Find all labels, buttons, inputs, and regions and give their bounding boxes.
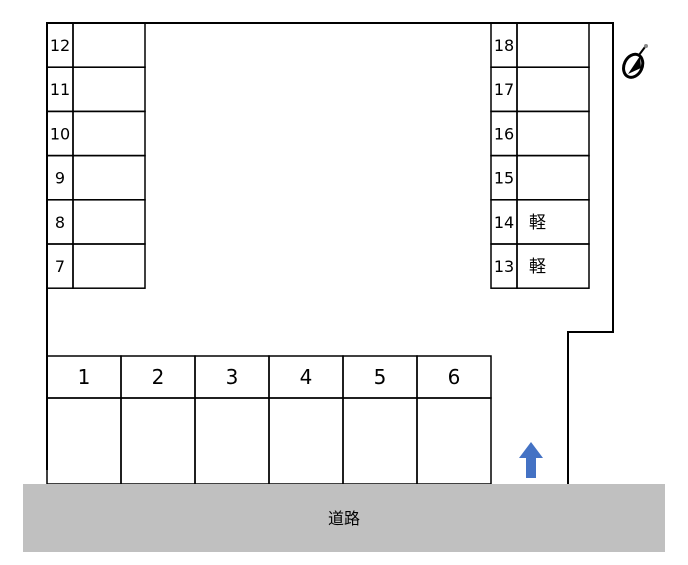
- space-cell: [72, 66, 146, 113]
- space-cell: [46, 397, 122, 485]
- space-cell: [72, 199, 146, 245]
- space-cell: [516, 154, 590, 201]
- space-cell: [516, 110, 590, 157]
- space-cell: [72, 110, 146, 157]
- space-number: 16: [494, 124, 514, 143]
- lot-boundary: [46, 22, 614, 484]
- space-number: 15: [494, 169, 514, 188]
- space-cell: [72, 243, 146, 289]
- parking-space-17: 17: [490, 66, 590, 113]
- parking-space-8: 8: [46, 199, 146, 245]
- space-number: 13: [494, 257, 514, 276]
- parking-space-15: 15: [490, 154, 590, 201]
- space-number: 7: [55, 257, 65, 276]
- space-cell: [516, 243, 590, 289]
- space-note: 軽: [529, 213, 546, 233]
- space-cell: [268, 397, 344, 485]
- space-cell: [416, 397, 492, 485]
- parking-space-2: 2: [120, 355, 196, 485]
- parking-space-9: 9: [46, 154, 146, 201]
- space-number: 17: [494, 80, 514, 99]
- parking-space-6: 6: [416, 355, 492, 485]
- parking-space-11: 11: [46, 66, 146, 113]
- space-cell: [516, 66, 590, 113]
- parking-space-10: 10: [46, 110, 146, 157]
- parking-space-5: 5: [342, 355, 418, 485]
- parking-space-16: 16: [490, 110, 590, 157]
- parking-space-18: 18: [490, 22, 590, 68]
- parking-space-3: 3: [194, 355, 270, 485]
- space-note: 軽: [529, 257, 546, 277]
- parking-space-4: 4: [268, 355, 344, 485]
- space-number: 6: [448, 365, 461, 389]
- parking-space-7: 7: [46, 243, 146, 289]
- space-number: 10: [50, 124, 70, 143]
- road-label: 道路: [328, 509, 360, 528]
- space-number: 18: [494, 36, 514, 55]
- space-number: 12: [50, 36, 70, 55]
- space-number: 4: [300, 365, 313, 389]
- space-number: 2: [152, 365, 165, 389]
- up-arrow-icon: [519, 442, 543, 478]
- space-cell: [194, 397, 270, 485]
- space-cell: [516, 199, 590, 245]
- road: [23, 484, 665, 552]
- parking-space-12: 12: [46, 22, 146, 68]
- space-number: 3: [226, 365, 239, 389]
- space-cell: [342, 397, 418, 485]
- space-number: 11: [50, 80, 70, 99]
- space-number: 5: [374, 365, 387, 389]
- north-compass-icon: [622, 44, 648, 79]
- space-number: 8: [55, 213, 65, 232]
- space-cell: [120, 397, 196, 485]
- space-cell: [72, 154, 146, 201]
- space-cell: [72, 22, 146, 68]
- parking-space-13: 13 軽: [490, 243, 590, 289]
- space-number: 1: [78, 365, 91, 389]
- space-number: 9: [55, 169, 65, 188]
- parking-space-1: 1: [46, 355, 122, 485]
- space-number: 14: [494, 213, 514, 232]
- parking-space-14: 14 軽: [490, 199, 590, 245]
- space-cell: [516, 22, 590, 68]
